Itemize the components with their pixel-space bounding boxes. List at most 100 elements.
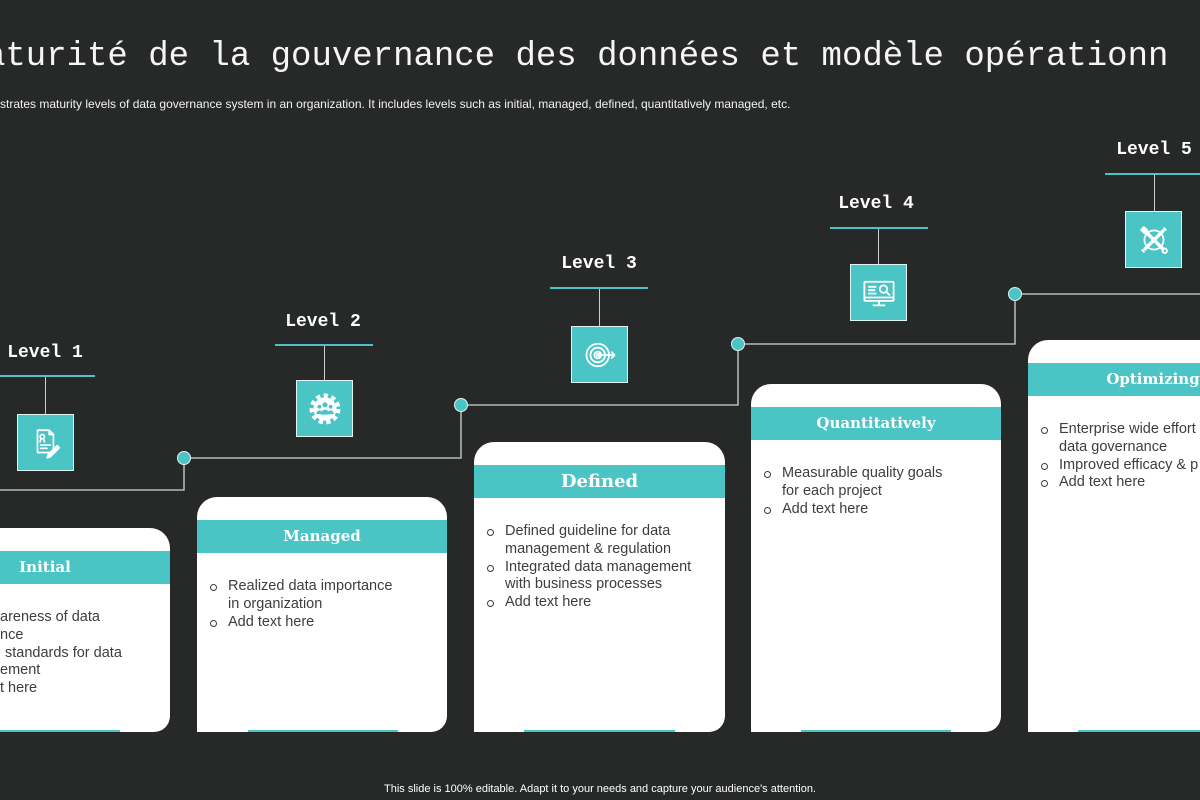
list-item: Measurable quality goals for each projec… xyxy=(751,465,1001,501)
item-line: Enterprise wide effort xyxy=(1059,421,1196,437)
stage-header: Optimizing xyxy=(1028,363,1200,396)
stage-description: Enterprise wide effort data governance I… xyxy=(1028,421,1200,492)
team-gear-icon xyxy=(307,391,343,427)
item-line: t here xyxy=(0,680,38,697)
level-3-icon-box xyxy=(571,326,628,383)
slide-title: aturité de la gouvernance des données et… xyxy=(0,38,1169,76)
connector-dot xyxy=(1008,287,1022,301)
item-line: Add text here xyxy=(1059,474,1146,491)
list-item: Integrated data management with business… xyxy=(474,559,725,595)
level-5-underline xyxy=(1105,173,1200,175)
stage-card-defined: Defined Defined guideline for data manag… xyxy=(474,442,725,732)
level-4-stem xyxy=(878,229,879,264)
card-accent-strip xyxy=(248,730,398,732)
list-item: Add text here xyxy=(1028,474,1200,492)
level-1-underline xyxy=(0,375,95,377)
level-4-icon-box xyxy=(850,264,907,321)
slide-footer: This slide is 100% editable. Adapt it to… xyxy=(384,783,816,795)
item-line: Add text here xyxy=(782,500,869,517)
level-2-label: Level 2 xyxy=(285,312,361,332)
card-accent-strip xyxy=(524,730,675,732)
item-line: data governance xyxy=(1059,438,1168,455)
item-line: standards for data xyxy=(5,644,122,661)
level-5-icon-box xyxy=(1125,211,1182,268)
stage-title: Optimizing xyxy=(1106,370,1200,388)
stage-title: Quantitatively xyxy=(816,414,936,432)
level-5-label: Level 5 xyxy=(1116,140,1192,160)
list-item: Improved efficacy & p xyxy=(1028,457,1200,475)
monitor-search-icon xyxy=(861,275,897,311)
stage-header: Defined xyxy=(474,465,725,498)
slide-subtitle: strates maturity levels of data governan… xyxy=(0,97,791,111)
item-line: for each project xyxy=(782,482,882,499)
list-item: Add text here xyxy=(474,594,725,612)
card-accent-strip xyxy=(801,730,951,732)
bullet-marker xyxy=(1041,480,1048,488)
item-line: Add text here xyxy=(505,594,592,611)
bullet-marker xyxy=(210,619,217,627)
bullet-marker xyxy=(487,600,494,608)
level-4-underline xyxy=(830,227,928,229)
level-2-icon-box xyxy=(296,380,353,437)
list-item: Defined guideline for data management & … xyxy=(474,523,725,559)
bullet-marker xyxy=(210,584,217,591)
list-item: standards for data ement xyxy=(0,645,170,681)
item-line: in organization xyxy=(228,595,323,612)
level-4-label: Level 4 xyxy=(838,194,914,214)
bullet-marker xyxy=(764,471,771,478)
stage-header: Initial xyxy=(0,551,170,584)
level-1-label: Level 1 xyxy=(7,343,83,363)
stage-description: Defined guideline for data management & … xyxy=(474,523,725,612)
bullet-marker xyxy=(1041,462,1048,470)
level-2-underline xyxy=(275,344,373,346)
item-line: Improved efficacy & p xyxy=(1059,456,1199,473)
connector-dot xyxy=(454,398,468,412)
card-accent-strip xyxy=(1078,730,1200,732)
tools-icon xyxy=(1136,222,1172,258)
list-item: Add text here xyxy=(751,501,1001,519)
item-line: Defined guideline for data xyxy=(505,523,671,539)
stage-card-initial: Initial areness of data nce standards fo… xyxy=(0,528,170,732)
bullet-marker xyxy=(1041,427,1048,434)
connector-line xyxy=(0,293,1200,491)
document-edit-icon xyxy=(29,426,63,460)
stage-description: Realized data importance in organization… xyxy=(197,578,447,631)
list-item: Realized data importance in organization xyxy=(197,578,447,614)
card-accent-strip xyxy=(0,730,120,732)
item-line: nce xyxy=(0,626,24,643)
stage-header: Quantitatively xyxy=(751,407,1001,440)
list-item: areness of data nce xyxy=(0,609,170,645)
stage-title: Defined xyxy=(560,471,639,492)
bullet-marker xyxy=(764,506,771,514)
item-line: areness of data xyxy=(0,609,100,625)
level-1-stem xyxy=(45,377,46,414)
connector-dot xyxy=(731,337,745,351)
bullet-marker xyxy=(487,564,494,572)
item-line: Measurable quality goals xyxy=(782,465,943,481)
connector-dot xyxy=(177,451,191,465)
stage-card-managed: Managed Realized data importance in orga… xyxy=(197,497,447,732)
level-5-stem xyxy=(1154,175,1155,211)
item-line: Add text here xyxy=(228,613,315,630)
item-line: with business processes xyxy=(505,576,663,593)
bullet-marker xyxy=(487,529,494,536)
list-item: Add text here xyxy=(197,614,447,632)
level-3-stem xyxy=(599,289,600,326)
level-2-stem xyxy=(324,346,325,380)
stage-description: areness of data nce standards for data e… xyxy=(0,609,170,698)
level-3-label: Level 3 xyxy=(561,254,637,274)
list-item: Enterprise wide effort data governance xyxy=(1028,421,1200,457)
stage-card-quantitatively: Quantitatively Measurable quality goals … xyxy=(751,384,1001,732)
level-1-icon-box xyxy=(17,414,74,471)
stage-title: Managed xyxy=(283,527,361,545)
stage-title: Initial xyxy=(19,558,71,576)
stage-header: Managed xyxy=(197,520,447,553)
level-3-underline xyxy=(550,287,648,289)
item-line: management & regulation xyxy=(505,540,672,557)
stage-card-optimizing: Optimizing Enterprise wide effort data g… xyxy=(1028,340,1200,732)
item-line: Integrated data management xyxy=(505,558,692,575)
item-line: ement xyxy=(0,662,41,679)
list-item: t here xyxy=(0,680,170,698)
target-icon xyxy=(582,337,618,373)
